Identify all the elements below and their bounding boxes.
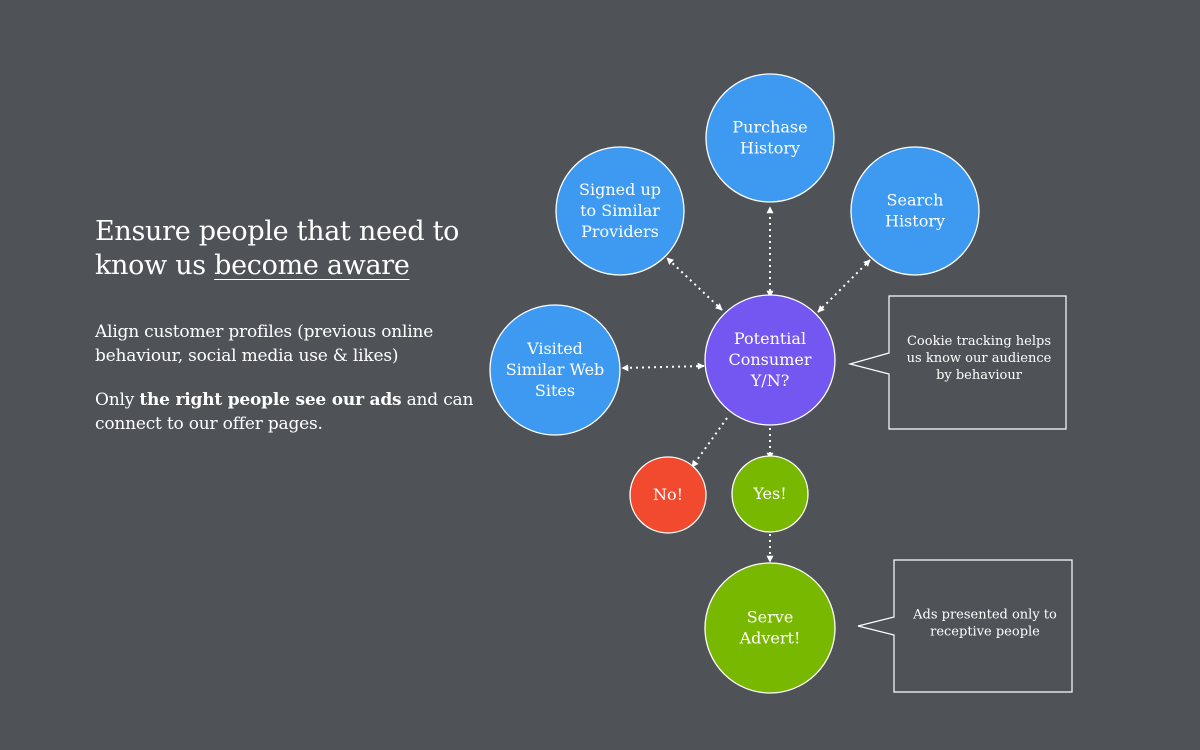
- callout-ads-presented: Ads presented only to receptive people: [857, 559, 1073, 693]
- node-yes: Yes!: [731, 455, 809, 533]
- label-line: Yes!: [752, 484, 786, 503]
- label-line: Consumer: [729, 350, 812, 369]
- connector-potential-visited: [621, 362, 705, 372]
- label-line: to Similar: [580, 201, 660, 220]
- ads-paragraph-prefix: Only: [95, 390, 140, 410]
- label-line: Signed up: [579, 180, 661, 199]
- label-line: Purchase: [732, 118, 807, 137]
- callout-ads-presented-text: Ads presented only to receptive people: [912, 608, 1057, 640]
- label-line: Y/N?: [750, 371, 790, 390]
- label-line: Cookie tracking helps: [907, 334, 1051, 349]
- profile-paragraph: Align customer profiles (previous online…: [95, 322, 434, 366]
- label-line: Serve: [747, 608, 794, 627]
- callout-cookie-tracking-text: Cookie tracking helps us know our audienc…: [907, 334, 1052, 383]
- label-line: Similar Web: [506, 360, 605, 379]
- label-line: Visited: [526, 339, 583, 358]
- node-yes-label: Yes!: [752, 484, 786, 503]
- label-line: by behaviour: [936, 368, 1023, 383]
- ads-paragraph-bold: the right people see our ads: [139, 390, 402, 410]
- label-line: Ads presented only to: [912, 608, 1057, 623]
- headline: Ensure people that need to know us becom…: [95, 215, 475, 283]
- node-no: No!: [629, 456, 707, 534]
- label-line: History: [885, 212, 945, 231]
- label-line: No!: [653, 485, 683, 504]
- node-no-label: No!: [653, 485, 683, 504]
- label-line: Advert!: [739, 629, 801, 648]
- connector-potential-no: [691, 417, 728, 468]
- connectors: [621, 206, 871, 563]
- headline-text: Ensure people that need to know us: [95, 216, 460, 281]
- label-line: receptive people: [930, 625, 1040, 640]
- label-line: History: [740, 139, 800, 158]
- callout-cookie-tracking: Cookie tracking helps us know our audienc…: [847, 295, 1067, 430]
- intro-text-block: Ensure people that need to know us becom…: [95, 215, 475, 436]
- label-line: Providers: [581, 222, 659, 241]
- connector-potential-signed: [666, 257, 723, 311]
- label-line: us know our audience: [907, 351, 1052, 366]
- label-line: Search: [887, 191, 944, 210]
- ads-paragraph: Only the right people see our ads and ca…: [95, 388, 475, 436]
- label-line: Sites: [535, 381, 575, 400]
- headline-underlined-text: become aware: [214, 250, 410, 281]
- label-line: Potential: [734, 329, 806, 348]
- ads-paragraph-suffix: and can connect to our offer pages.: [95, 390, 474, 434]
- connector-potential-search: [817, 259, 871, 313]
